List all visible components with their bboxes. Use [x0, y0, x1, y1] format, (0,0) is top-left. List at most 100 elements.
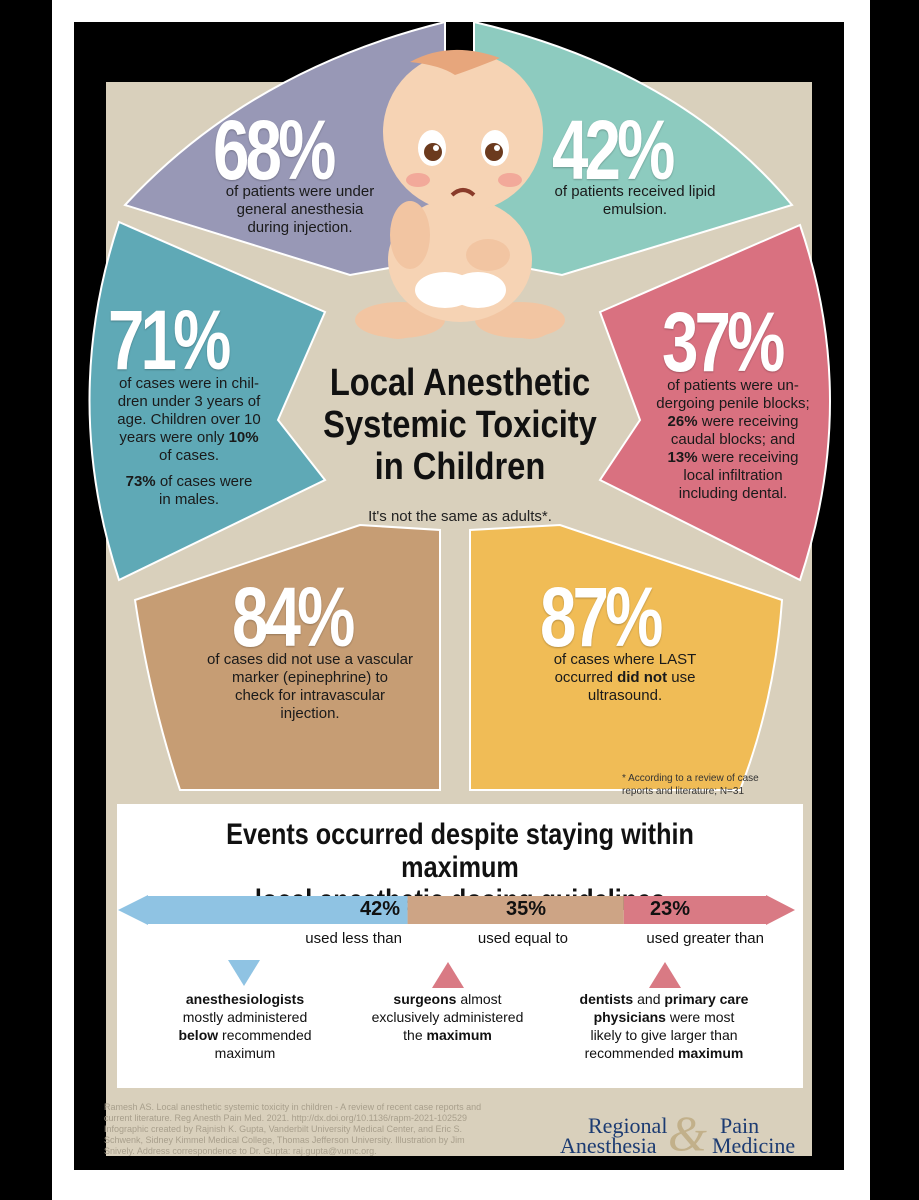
- text-line: Snively. Address correspondence to Dr. G…: [104, 1146, 377, 1156]
- group-dentists-primary-care: dentists and primary care physicians wer…: [558, 990, 770, 1062]
- text-line: exclusively administered: [371, 1009, 524, 1025]
- text-bold: primary care: [664, 991, 749, 1007]
- text-line: * According to a review of case: [622, 773, 759, 784]
- text-span: were receiving: [697, 413, 799, 430]
- text-line: age. Children over 10: [117, 411, 261, 428]
- text-span: were receiving: [697, 449, 799, 466]
- text-bold: anesthesiologists: [185, 991, 305, 1007]
- stat-general-anesthesia-text: of patients were under general anesthesi…: [180, 183, 420, 237]
- triangle-up-icon: [649, 962, 681, 988]
- text-line: mostly administered: [182, 1009, 308, 1025]
- stat-ultrasound-percent: 87%: [540, 570, 663, 664]
- title-line: in Children: [374, 446, 546, 488]
- text-line: during injection.: [247, 219, 353, 236]
- text-span: of cases were: [155, 473, 253, 490]
- text-line: 26% were receiving: [638, 413, 828, 431]
- bar-label-equal: used equal to: [477, 930, 568, 947]
- text-line: 13% were receiving: [638, 449, 828, 467]
- text-line: below recommended: [150, 1026, 340, 1044]
- text-line: check for intravascular: [234, 687, 386, 704]
- bar-segment-2: [407, 896, 624, 924]
- bar-segment-1: [148, 896, 408, 924]
- triangle-down-icon: [228, 960, 260, 986]
- stat-vascular-marker-text: of cases did not use a vascular marker (…: [180, 651, 440, 723]
- text-line: injection.: [280, 705, 340, 722]
- triangle-up-icon: [432, 962, 464, 988]
- logo-word: Medicine: [712, 1133, 796, 1158]
- stat-lipid-emulsion-percent: 42%: [552, 103, 675, 197]
- text-line: dentists and primary care: [558, 990, 770, 1008]
- bar-value-less: 42%: [359, 898, 400, 920]
- dosing-panel: [117, 804, 803, 1088]
- text-line: of cases.: [158, 447, 220, 464]
- text-line: Schwenk, Sidney Kimmel Medical College, …: [104, 1135, 465, 1145]
- bar-segment-3: [623, 896, 766, 924]
- bar-value-greater: 23%: [649, 898, 690, 920]
- text-line: general anesthesia: [236, 201, 364, 218]
- citation: Ramesh AS. Local anesthetic systemic tox…: [104, 1102, 564, 1157]
- text-span: recommended: [584, 1045, 679, 1061]
- text-line: occurred did not use: [505, 669, 745, 687]
- text-bold: 26%: [667, 413, 698, 430]
- text-line: local infiltration: [683, 467, 783, 484]
- text-line: including dental.: [678, 485, 788, 502]
- text-bold: below: [178, 1027, 219, 1043]
- text-bold: 73%: [125, 473, 156, 490]
- stat-lipid-emulsion-text: of patients received lipid emulsion.: [520, 183, 750, 219]
- text-span: almost: [456, 991, 502, 1007]
- wedge-penile-blocks: [598, 223, 831, 582]
- page-subtitle: It's not the same as adults*.: [368, 508, 552, 525]
- logo-word: Anesthesia: [560, 1133, 657, 1158]
- text-line: of patients were under: [225, 183, 375, 200]
- wedge-lipid-emulsion: [473, 20, 794, 277]
- text-line: dren under 3 years of: [117, 393, 261, 410]
- wedge-children-ages: [88, 220, 327, 582]
- text-span: use: [667, 669, 696, 686]
- journal-logo: Regional Pain Anesthesia Medicine &: [560, 1105, 810, 1161]
- text-bold: dentists: [579, 991, 634, 1007]
- text-span: and: [633, 991, 665, 1007]
- logo-ampersand: &: [668, 1105, 707, 1161]
- text-line: years were only 10%: [94, 429, 284, 447]
- wedge-vascular-marker: [133, 523, 441, 791]
- text-line: reports and literature; N=31: [622, 786, 745, 797]
- stat-children-ages-percent: 71%: [108, 293, 231, 387]
- stat-penile-blocks-text: of patients were un- dergoing penile blo…: [638, 377, 828, 503]
- text-bold: did not: [617, 669, 668, 686]
- wedge-ultrasound: [469, 523, 784, 791]
- text-line: physicians were most: [558, 1008, 770, 1026]
- arrow-left-icon: [118, 895, 148, 925]
- stat-ultrasound-text: of cases where LAST occurred did not use…: [505, 651, 745, 705]
- text-line: ultrasound.: [587, 687, 663, 704]
- text-line: caudal blocks; and: [670, 431, 796, 448]
- wedge-general-anesthesia: [123, 20, 446, 277]
- footnote: * According to a review of case reports …: [622, 772, 792, 798]
- text-line: 73% of cases were: [94, 473, 284, 491]
- text-bold: maximum: [678, 1045, 744, 1061]
- text-line: dergoing penile blocks;: [656, 395, 810, 412]
- text-bold: surgeons: [393, 991, 457, 1007]
- text-bold: physicians: [593, 1009, 666, 1025]
- text-line: the maximum: [345, 1026, 550, 1044]
- bar-label-less: used less than: [305, 930, 402, 947]
- text-span: years were only: [119, 429, 229, 446]
- group-surgeons: surgeons almost exclusively administered…: [345, 990, 550, 1044]
- stat-general-anesthesia-percent: 68%: [213, 103, 336, 197]
- stat-penile-blocks-percent: 37%: [662, 295, 785, 389]
- text-line: likely to give larger than: [590, 1027, 738, 1043]
- text-line: current literature. Reg Anesth Pain Med.…: [104, 1113, 468, 1123]
- text-bold: maximum: [426, 1027, 492, 1043]
- text-line: Ramesh AS. Local anesthetic systemic tox…: [104, 1102, 482, 1112]
- group-anesthesiologists: anesthesiologists mostly administered be…: [150, 990, 340, 1062]
- text-line: of cases where LAST: [553, 651, 697, 668]
- text-bold: 13%: [667, 449, 698, 466]
- text-line: maximum: [214, 1045, 276, 1061]
- text-line: of cases were in chil-: [118, 375, 260, 392]
- text-span: the: [403, 1027, 427, 1043]
- page-title: Local Anesthetic Systemic Toxicity in Ch…: [288, 362, 632, 488]
- logo-word: Regional: [588, 1113, 668, 1138]
- text-line: marker (epinephrine) to: [232, 669, 388, 686]
- title-line: Systemic Toxicity: [323, 404, 597, 446]
- stat-vascular-marker-percent: 84%: [232, 570, 355, 664]
